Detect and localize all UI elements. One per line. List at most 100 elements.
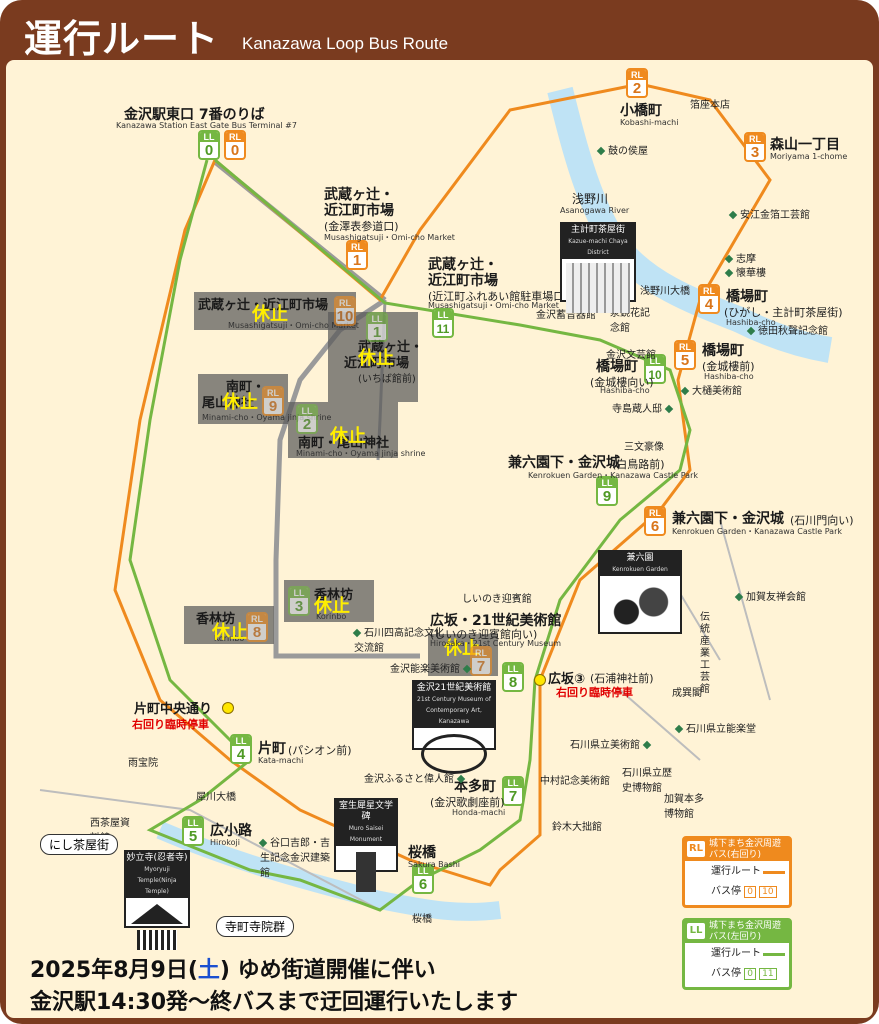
- photo-myoryuji: 妙立寺(忍者寺)Myoryuji Temple(Ninja Temple): [124, 850, 190, 950]
- stop-katamachi-chuo-temp: 右回り臨時停車: [132, 718, 209, 731]
- temp-stop-marker[interactable]: [222, 702, 234, 714]
- landmark-terashima: 寺島蔵人邸: [612, 400, 676, 415]
- landmark-taniguchi: 谷口吉郎・吉生記念金沢建築館: [258, 838, 330, 879]
- landmark-tokuda: 徳田秋聲記念館: [746, 322, 828, 337]
- stop-rl11-sub: (近江町ふれあい館駐車場口): [428, 290, 569, 303]
- landmark-ishikawa-hist: 石川県立歴史博物館: [622, 768, 672, 794]
- stop-kanazawa-station-en: Kanazawa Station East Gate Bus Terminal …: [116, 121, 297, 130]
- stop-ll10-en: Hashiba-cho: [600, 386, 650, 395]
- page-subtitle: Kanazawa Loop Bus Route: [242, 34, 449, 53]
- legend-ll-route: 運行ルート: [685, 943, 789, 965]
- landmark-saigawa-ohashi: 犀川大橋: [196, 792, 236, 803]
- stop-ll7-name: 本多町: [454, 779, 496, 795]
- legend-ll-stop: バス停 0 11: [685, 965, 789, 983]
- stop-kanazawa-station-name: 金沢駅東口 7番のりば: [124, 107, 265, 123]
- landmark-ishikawa-art: 石川県立美術館: [570, 736, 654, 751]
- stop-rl4-name: 橋場町: [726, 289, 768, 305]
- closed-stop-ll3-name: 香林坊: [314, 588, 354, 603]
- stop-ll6-name: 桜橋: [408, 845, 436, 861]
- closed-label: 休止: [212, 622, 248, 643]
- stop-rl4-sub: (ひがし・主計町茶屋街): [724, 306, 843, 319]
- closed-stop-rl10-en: Musashigatsuji・Omi-cho Market: [228, 321, 359, 330]
- stop-rl11-name1: 武蔵ヶ辻・: [428, 257, 498, 273]
- landmark-kanazawa-bunko: 金沢文芸館: [606, 350, 656, 361]
- saigawa-river: [156, 821, 502, 921]
- stop-ll5-name: 広小路: [210, 823, 252, 839]
- stop-ll9-name: 兼六園下・金沢城: [508, 455, 620, 471]
- stop-ll7-en: Honda-machi: [452, 808, 506, 817]
- landmark-shiko: 石川四高記念文化交流館: [352, 628, 444, 654]
- closed-stop-rl9-name2: 尾山神社: [202, 396, 255, 411]
- temp-stop-marker[interactable]: [534, 674, 546, 686]
- closed-stop-ll1-name2: 近江町市場: [344, 356, 410, 371]
- landmark-seisonkaku: 成巽閣: [672, 688, 702, 699]
- landmark-ishikawa-gakudo: 石川県立能楽堂: [674, 720, 756, 735]
- stop-rl7-en: Hirosaka・21st Century Museum: [430, 639, 562, 648]
- stop-rl2-en: Kobashi-machi: [620, 118, 679, 127]
- closed-stop-rl10-name: 武蔵ヶ辻・近江町市場: [198, 298, 329, 313]
- detour-notice-line2: 金沢駅14:30発～終バスまで迂回運行いたします: [30, 990, 519, 1015]
- stop-ll10-name: 橋場町: [596, 359, 638, 375]
- detour-notice-line1: 2025年8月9日(土) ゆめ街道開催に伴い: [30, 958, 436, 983]
- closed-label: 休止: [314, 596, 350, 617]
- stop-rl2-name: 小橋町: [620, 103, 662, 119]
- landmark-shiinoki: しいのき迎賓館: [462, 594, 532, 605]
- landmark-izumi: 泉鏡花記念館: [610, 308, 650, 334]
- closed-stop-ll3-en: Korinbo: [316, 612, 347, 621]
- landmark-ohashi: 浅野川大橋: [640, 286, 690, 297]
- closed-label: 休止: [252, 304, 288, 325]
- closed-stop-ll2-name: 南町・尾山神社: [298, 436, 390, 451]
- district-teramachi: 寺町寺院群: [216, 916, 295, 937]
- closed-label: 休止: [222, 392, 258, 413]
- legend-rl-route: 運行ルート: [685, 861, 789, 883]
- landmark-uhoin: 雨宝院: [128, 758, 158, 769]
- closed-stop-ll1-sub: (いちば館前): [358, 374, 416, 385]
- landmark-sakura: 桜橋: [412, 914, 432, 925]
- stop-ll6-en: Sakura Bashi: [408, 860, 461, 869]
- stop-rl1-name2: 近江町市場: [324, 203, 394, 219]
- closed-stop-rl9-en: Minami-cho・Oyama jinja shrine: [202, 413, 332, 422]
- stop-rl7-name: 広坂・21世紀美術館: [430, 613, 562, 629]
- label-asanogawa-en: Asanogawa River: [560, 206, 630, 215]
- stop-rl5-en: Hashiba-cho: [704, 372, 754, 381]
- landmark-noh: 金沢能楽美術館: [390, 660, 474, 675]
- stop-rl11-en: Musashigatsuji・Omi-cho Market: [428, 301, 559, 310]
- stop-rl7-sub: (しいのき迎賓館向い): [430, 628, 538, 641]
- district-nishi-chaya: にし茶屋街: [40, 834, 119, 855]
- landmark-sanbun: 三文豪像: [624, 442, 664, 453]
- stop-ll7-sub: (金沢歌劇座前): [430, 796, 505, 809]
- closed-stop-rl8-en: Korinbo: [214, 634, 245, 643]
- landmark-tsuzumi: 鼓の侯屋: [596, 142, 648, 157]
- stop-rl3-name: 森山一丁目: [770, 137, 840, 153]
- legend-rl-stop: バス停 0 10: [685, 883, 789, 901]
- landmark-nakamura: 中村記念美術館: [540, 776, 610, 787]
